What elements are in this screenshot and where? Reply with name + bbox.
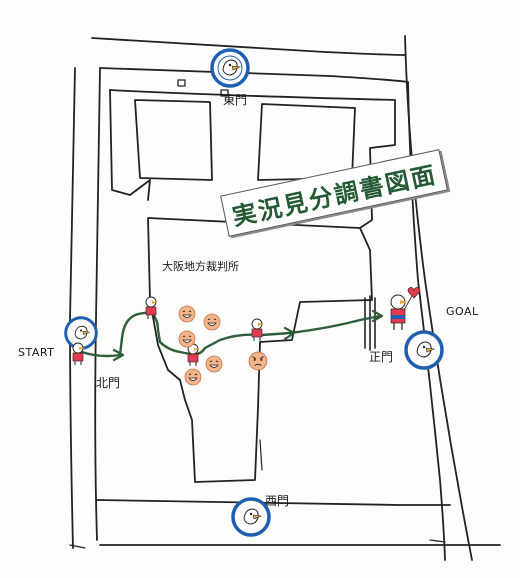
start-label: START [18,346,55,359]
smiling-face-icon [205,355,223,373]
smiling-face-icon [178,305,196,323]
north-road-upper [91,37,406,56]
smiling-face-icon [184,368,202,386]
west-road-inner [94,67,101,541]
heart-balloon-icon [407,287,421,299]
mascot-character-icon [72,342,85,365]
court-building-label: 大阪地方裁判所 [162,260,239,273]
smiling-face-icon [178,330,196,348]
smiling-face-icon [203,313,221,331]
mascot-emblem-icon [210,48,250,88]
north-road-lower [99,67,409,83]
mascot-character-icon [251,318,264,341]
east-road-outer [404,35,473,561]
mascot-emblem-icon [231,497,271,537]
east-gate-label: 東門 [223,93,248,107]
goal-label: GOAL [446,305,479,318]
angry-face-icon [248,351,268,371]
mascot-character-icon [145,296,158,319]
walking-route [80,309,384,362]
mascot-character-icon [390,294,413,330]
mascot-emblem-icon [404,330,444,370]
west-gate-label: 西門 [265,494,290,508]
north-building-outline [109,89,396,229]
west-road-outer [69,67,76,549]
south-road-upper [96,499,451,506]
north-gate-label: 北門 [96,376,121,390]
building-nw [134,99,213,181]
building-ne [257,103,356,181]
court-building [147,217,373,483]
main-gate-label: 正門 [369,350,394,364]
